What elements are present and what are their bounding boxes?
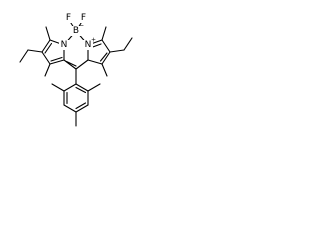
bond-c6-ethyl-ch2	[109, 49, 125, 53]
bond-ethyl-ch2-ch3-right	[123, 37, 133, 51]
atom-nitrogen-right: N	[85, 40, 92, 50]
atom-nitrogen-right-charge: +	[91, 37, 96, 44]
atom-fluorine-left: F	[66, 13, 71, 23]
bond-c7a-meso	[63, 59, 77, 70]
atom-label-set: F F B − N N +	[59, 13, 96, 50]
atom-boron: B	[73, 26, 79, 36]
bond-aryl-ortho-methyl-left	[51, 83, 65, 92]
bond-aryl-c6-c1-double	[75, 86, 87, 94]
bond-c3-c2-double	[44, 42, 53, 54]
bond-aryl-c4-c5	[75, 104, 89, 113]
bond-aryl-c3-c4	[63, 104, 77, 113]
bond-set	[19, 19, 133, 127]
bond-c6-c7-double	[99, 52, 108, 62]
bond-aryl-c6-c1	[75, 83, 89, 92]
bond-c7a-meso-double	[65, 60, 77, 67]
bond-c1-methyl	[44, 63, 51, 77]
bond-c5-c6	[101, 39, 111, 53]
bond-c2-c1	[41, 51, 51, 65]
atom-nitrogen-left: N	[61, 40, 68, 50]
bond-c2-ethyl-ch2	[27, 49, 43, 53]
bond-c3-c2	[41, 39, 51, 53]
bodipy-structure-diagram: F F B − N N +	[19, 13, 133, 127]
atom-boron-charge: −	[79, 23, 84, 30]
bond-ethyl-ch2-ch3-left	[19, 49, 29, 63]
bond-c6-c7	[101, 51, 111, 65]
molecule-canvas: F F B − N N +	[0, 0, 152, 152]
bond-c5-methyl	[101, 26, 107, 41]
bond-c3-methyl	[45, 26, 51, 41]
bond-aryl-ortho-methyl-right	[87, 83, 101, 92]
bond-c7-methyl	[101, 63, 108, 77]
atom-fluorine-right: F	[81, 13, 86, 23]
bond-aryl-c1-c2	[63, 83, 77, 92]
bond-c7-c1a	[87, 59, 103, 65]
bond-c1-c7a	[49, 59, 65, 65]
bond-c1-c7a-double	[50, 56, 63, 62]
bond-aryl-c4-c5-double	[75, 102, 87, 110]
bond-c1a-meso	[75, 59, 89, 70]
